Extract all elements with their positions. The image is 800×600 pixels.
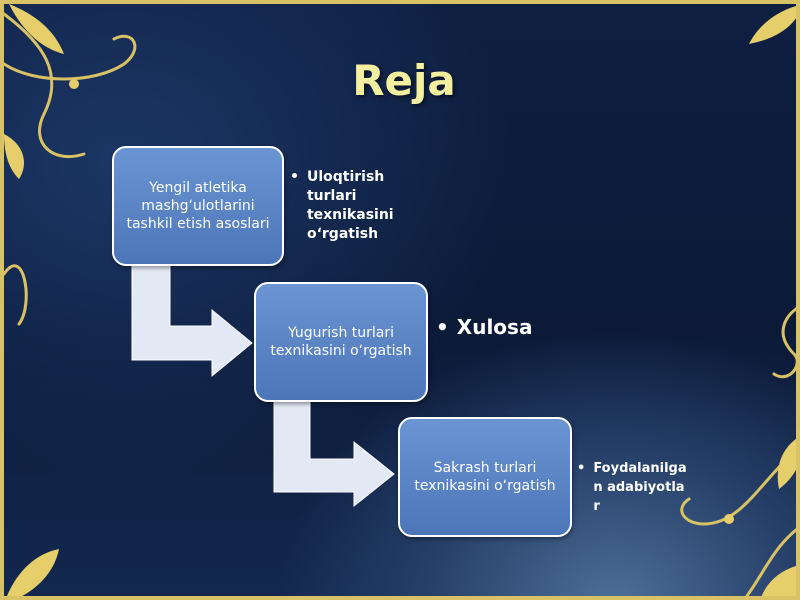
slide-title: Reja [352, 56, 456, 105]
process-box-label: Yengil atletika mashg‘ulotlarini tashkil… [126, 180, 270, 232]
arrow-2 [273, 400, 395, 508]
arrow-1 [131, 265, 253, 378]
bullet-references: • Foydalanilgan adabiyotlar [577, 459, 687, 516]
process-arrows [131, 265, 395, 508]
gold-floral-ornament [4, 4, 796, 596]
process-box-label: Sakrash turlari texnikasini oʻrgatish [414, 460, 556, 494]
bullet-marker: • [290, 169, 299, 185]
bullet-throwing: • Uloqtirish turlari texnikasini oʻrgati… [290, 168, 400, 244]
process-box-label: Yugurish turlari texnikasini oʻrgatish [270, 325, 412, 359]
bullet-text: Foydalanilgan adabiyotlar [593, 461, 687, 514]
process-box-athletics: Yengil atletika mashg‘ulotlarini tashkil… [112, 146, 284, 266]
process-box-jumping: Sakrash turlari texnikasini oʻrgatish [398, 417, 572, 537]
bullet-conclusion: • Xulosa [436, 313, 576, 341]
bullet-text: Xulosa [456, 315, 533, 339]
bullet-text: Uloqtirish turlari texnikasini oʻrgatish [306, 169, 394, 242]
bullet-marker: • [436, 315, 449, 339]
bullet-marker: • [577, 461, 586, 476]
process-box-running: Yugurish turlari texnikasini oʻrgatish [254, 282, 428, 402]
